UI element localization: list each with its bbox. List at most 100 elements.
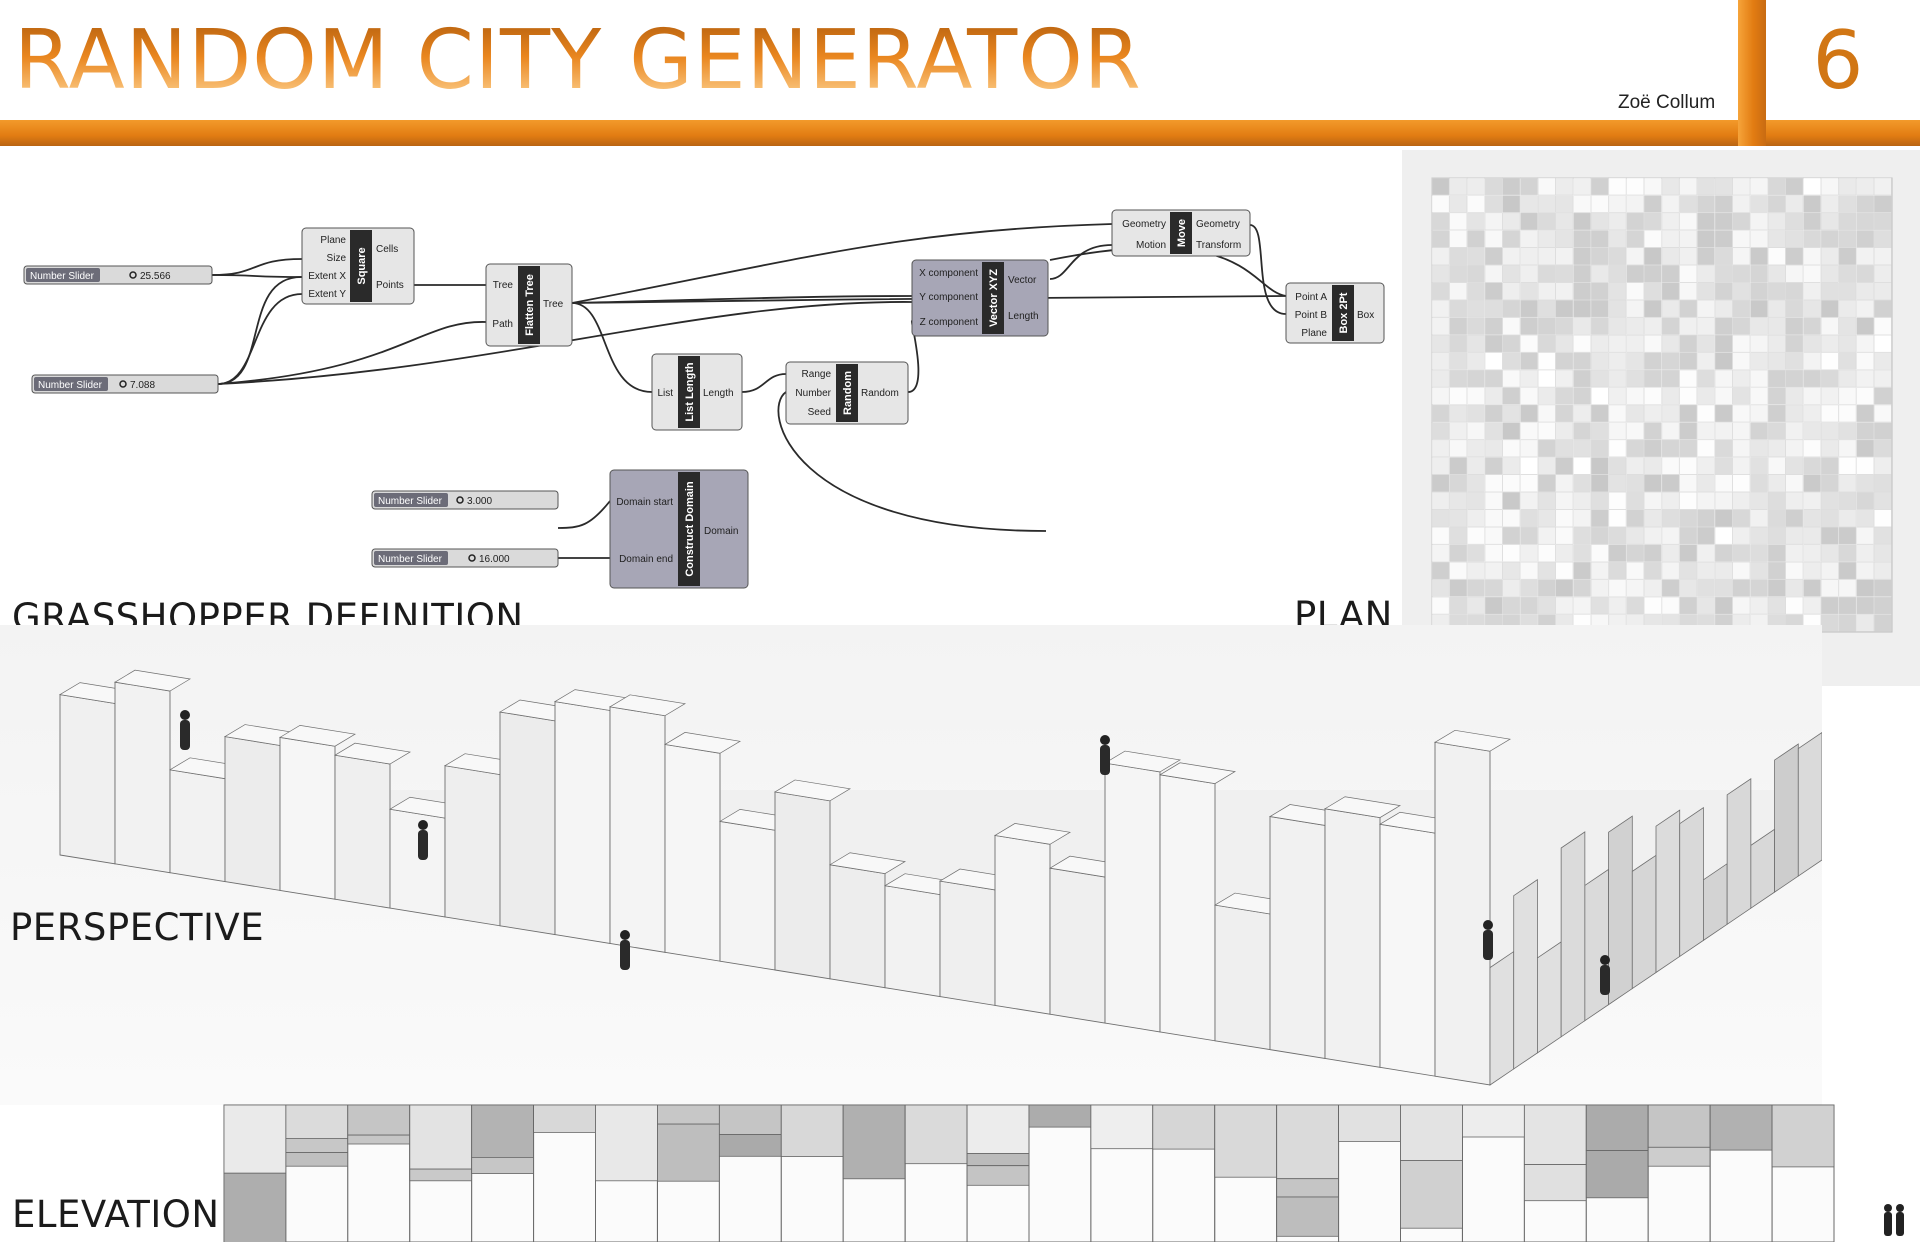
plan-cell bbox=[1644, 422, 1662, 440]
plan-cell bbox=[1573, 265, 1591, 283]
component-name: Square bbox=[356, 247, 368, 284]
plan-cell bbox=[1484, 527, 1503, 545]
plan-cell bbox=[1661, 562, 1680, 580]
plan-cell bbox=[1821, 474, 1839, 492]
slider-value: 16.000 bbox=[479, 554, 510, 565]
plan-cell bbox=[1785, 579, 1804, 597]
plan-cell bbox=[1520, 230, 1538, 248]
plan-cell bbox=[1555, 212, 1574, 231]
slider-handle-icon[interactable] bbox=[468, 554, 476, 562]
plan-cell bbox=[1874, 230, 1892, 248]
slider-value: 3.000 bbox=[467, 496, 492, 507]
plan-cell bbox=[1661, 299, 1680, 318]
plan-cell bbox=[1874, 195, 1892, 213]
plan-cell bbox=[1608, 544, 1627, 562]
plan-cell bbox=[1856, 457, 1874, 475]
plan-cell bbox=[1821, 492, 1839, 510]
svg-text:Point B: Point B bbox=[1295, 310, 1328, 321]
plan-cell bbox=[1714, 544, 1733, 562]
svg-text:Path: Path bbox=[492, 319, 513, 330]
plan-cell bbox=[1856, 422, 1874, 440]
plan-cell bbox=[1732, 596, 1751, 615]
plan-cell bbox=[1537, 457, 1556, 475]
plan-cell bbox=[1714, 247, 1733, 265]
plan-cell bbox=[1467, 527, 1485, 545]
component-name: Box 2Pt bbox=[1338, 292, 1350, 333]
plan-cell bbox=[1803, 317, 1821, 335]
gh-component-vector-xyz[interactable]: X component Y component Z component Vect… bbox=[911, 259, 1049, 337]
plan-cell bbox=[1537, 334, 1556, 353]
gh-component-random[interactable]: Range Number Seed Random Random bbox=[785, 361, 909, 425]
svg-text:Domain start: Domain start bbox=[616, 497, 673, 508]
plan-cell bbox=[1856, 579, 1874, 597]
slider-handle-icon[interactable] bbox=[456, 496, 464, 504]
plan-cell bbox=[1608, 457, 1627, 475]
perspective-block bbox=[1584, 868, 1609, 1022]
plan-cell bbox=[1449, 282, 1468, 300]
plan-cell bbox=[1856, 387, 1874, 405]
plan-cell bbox=[1697, 265, 1715, 283]
perspective-block bbox=[1214, 904, 1271, 1051]
plan-cell bbox=[1608, 282, 1627, 300]
gh-component-move[interactable]: Geometry Motion Geometry Transform Move bbox=[1111, 209, 1251, 257]
plan-cell bbox=[1803, 492, 1821, 510]
plan-cell bbox=[1573, 334, 1591, 353]
plan-cell bbox=[1608, 352, 1627, 370]
plan-cell bbox=[1626, 474, 1644, 492]
plan-cell bbox=[1874, 247, 1892, 265]
svg-text:Length: Length bbox=[1008, 311, 1039, 322]
plan-cell bbox=[1661, 439, 1680, 457]
plan-cell bbox=[1431, 352, 1450, 370]
plan-cell bbox=[1768, 352, 1786, 370]
plan-cell bbox=[1467, 439, 1485, 457]
plan-cell bbox=[1555, 265, 1574, 283]
plan-cell bbox=[1679, 369, 1698, 388]
plan-cell bbox=[1838, 474, 1857, 492]
plan-cell bbox=[1502, 509, 1521, 527]
gh-component-flatten-tree[interactable]: Tree Path Tree Flatten Tree bbox=[485, 263, 573, 347]
plan-cell bbox=[1431, 230, 1450, 248]
plan-cell bbox=[1644, 492, 1662, 510]
plan-cell bbox=[1431, 422, 1450, 440]
plan-cell bbox=[1732, 369, 1751, 388]
plan-cell bbox=[1502, 212, 1521, 231]
gh-component-square[interactable]: Plane Size Extent X Extent Y Cells Point… bbox=[301, 227, 415, 305]
perspective-block bbox=[1726, 777, 1752, 926]
person-silhouette bbox=[180, 710, 190, 720]
plan-cell bbox=[1821, 562, 1839, 580]
plan-cell bbox=[1838, 544, 1857, 562]
perspective-block bbox=[1608, 815, 1633, 1006]
number-slider[interactable]: Number Slider 25.566 bbox=[23, 265, 213, 285]
plan-cell bbox=[1661, 282, 1680, 300]
plan-cell bbox=[1502, 177, 1521, 196]
plan-cell bbox=[1608, 579, 1627, 597]
slider-handle-icon[interactable] bbox=[119, 380, 127, 388]
plan-cell bbox=[1821, 352, 1839, 370]
plan-cell bbox=[1484, 509, 1503, 527]
plan-cell bbox=[1537, 509, 1556, 527]
slider-handle-icon[interactable] bbox=[129, 271, 137, 279]
plan-cell bbox=[1856, 282, 1874, 300]
plan-cell bbox=[1484, 422, 1503, 440]
plan-cell bbox=[1732, 177, 1751, 196]
plan-cell bbox=[1803, 230, 1821, 248]
number-slider[interactable]: Number Slider 7.088 bbox=[31, 374, 219, 394]
plan-cell bbox=[1484, 596, 1503, 615]
plan-cell bbox=[1449, 317, 1468, 335]
plan-cell bbox=[1644, 474, 1662, 492]
plan-cell bbox=[1502, 282, 1521, 300]
gh-component-construct-domain[interactable]: Domain start Domain end Domain Construct… bbox=[609, 469, 749, 589]
plan-cell bbox=[1874, 317, 1892, 335]
plan-cell bbox=[1732, 282, 1751, 300]
plan-cell bbox=[1661, 230, 1680, 248]
number-slider[interactable]: Number Slider 3.000 bbox=[371, 490, 559, 510]
number-slider[interactable]: Number Slider 16.000 bbox=[371, 548, 559, 568]
plan-cell bbox=[1821, 282, 1839, 300]
plan-cell bbox=[1502, 422, 1521, 440]
gh-component-box-2pt[interactable]: Point A Point B Plane Box Box 2Pt bbox=[1285, 282, 1385, 344]
perspective-block bbox=[1489, 950, 1515, 1086]
plan-cell bbox=[1590, 230, 1609, 248]
plan-cell bbox=[1502, 404, 1521, 423]
plan-cell bbox=[1856, 212, 1874, 231]
gh-component-list-length[interactable]: List Length List Length bbox=[651, 353, 743, 431]
